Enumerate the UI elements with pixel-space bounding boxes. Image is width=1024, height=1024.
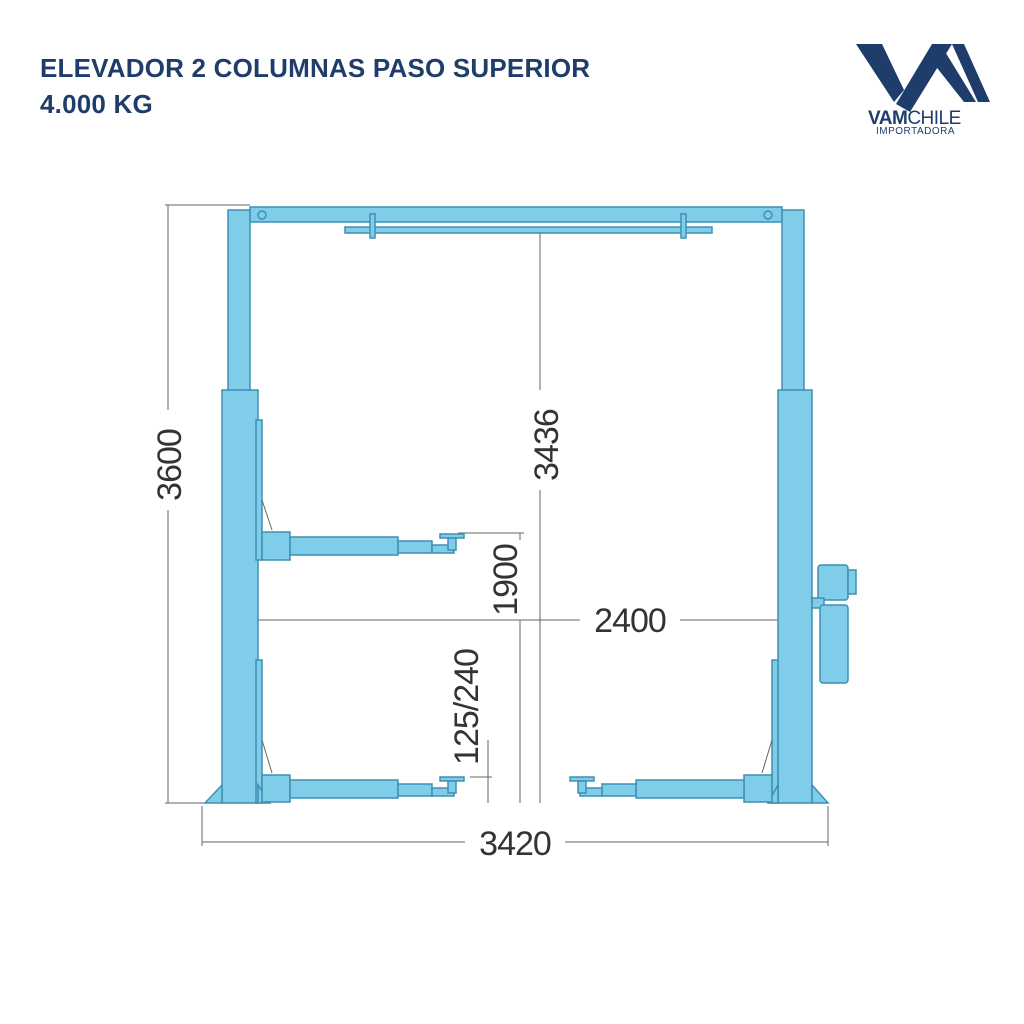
- vamchile-logo-icon: [856, 44, 990, 112]
- title-line-1: ELEVADOR 2 COLUMNAS PASO SUPERIOR: [40, 53, 591, 83]
- dim-inner-width: 2400: [594, 602, 666, 640]
- right-lower-arm: [569, 774, 773, 803]
- left-upper-arm: [261, 531, 465, 561]
- power-unit: [811, 564, 857, 684]
- top-beam: [249, 206, 783, 239]
- logo-name-light: CHILE: [907, 108, 961, 129]
- dim-min-pad-height: 125/240: [448, 649, 486, 765]
- dim-total-height: 3600: [151, 429, 189, 501]
- right-column: [761, 209, 830, 804]
- dimension-lines: [165, 204, 829, 846]
- dim-clear-height: 3436: [528, 409, 566, 481]
- dim-max-lift-height: 1900: [487, 544, 525, 616]
- logo-name: VAMCHILE: [868, 108, 961, 130]
- dim-total-width: 3420: [479, 825, 551, 863]
- page-title: ELEVADOR 2 COLUMNAS PASO SUPERIOR 4.000 …: [40, 50, 590, 122]
- left-lower-arm: [261, 774, 465, 803]
- title-line-2: 4.000 KG: [40, 89, 153, 119]
- left-column: [203, 209, 273, 804]
- logo-name-bold: VAM: [868, 108, 908, 129]
- logo-subtitle: IMPORTADORA: [876, 126, 956, 137]
